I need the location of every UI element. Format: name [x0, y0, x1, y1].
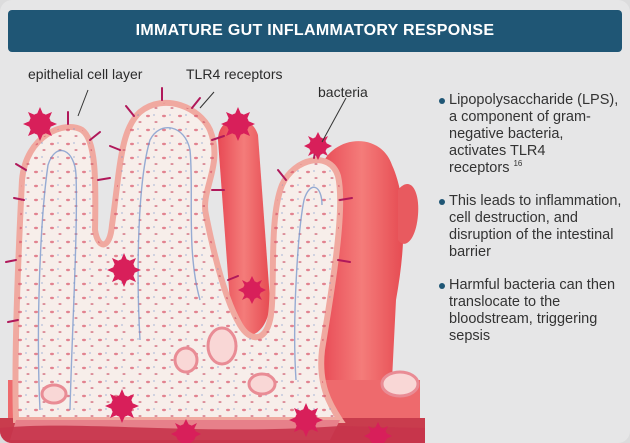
bullet-list: Lipopolysaccharide (LPS), a component of… — [437, 92, 622, 361]
gut-illustration — [0, 52, 425, 443]
label-bacteria: bacteria — [318, 84, 368, 100]
bacteria-icon — [304, 132, 332, 160]
title-bar: IMMATURE GUT INFLAMMATORY RESPONSE — [8, 10, 622, 52]
bacteria-icon — [221, 107, 255, 141]
page-title: IMMATURE GUT INFLAMMATORY RESPONSE — [136, 22, 495, 40]
bullet-item: This leads to inflammation, cell destruc… — [437, 193, 622, 261]
bacteria-icon — [107, 253, 141, 287]
bacteria-icon — [105, 389, 139, 423]
bacteria-icon — [238, 276, 266, 304]
bacteria-icon — [289, 403, 323, 437]
label-tlr4-receptors: TLR4 receptors — [186, 66, 282, 82]
citation-ref: 16 — [513, 159, 522, 168]
bullet-item: Harmful bacteria can then translocate to… — [437, 277, 622, 345]
bacteria-icon — [23, 107, 57, 141]
label-epithelial-cell-layer: epithelial cell layer — [28, 66, 142, 82]
bullet-item: Lipopolysaccharide (LPS), a component of… — [437, 92, 622, 177]
